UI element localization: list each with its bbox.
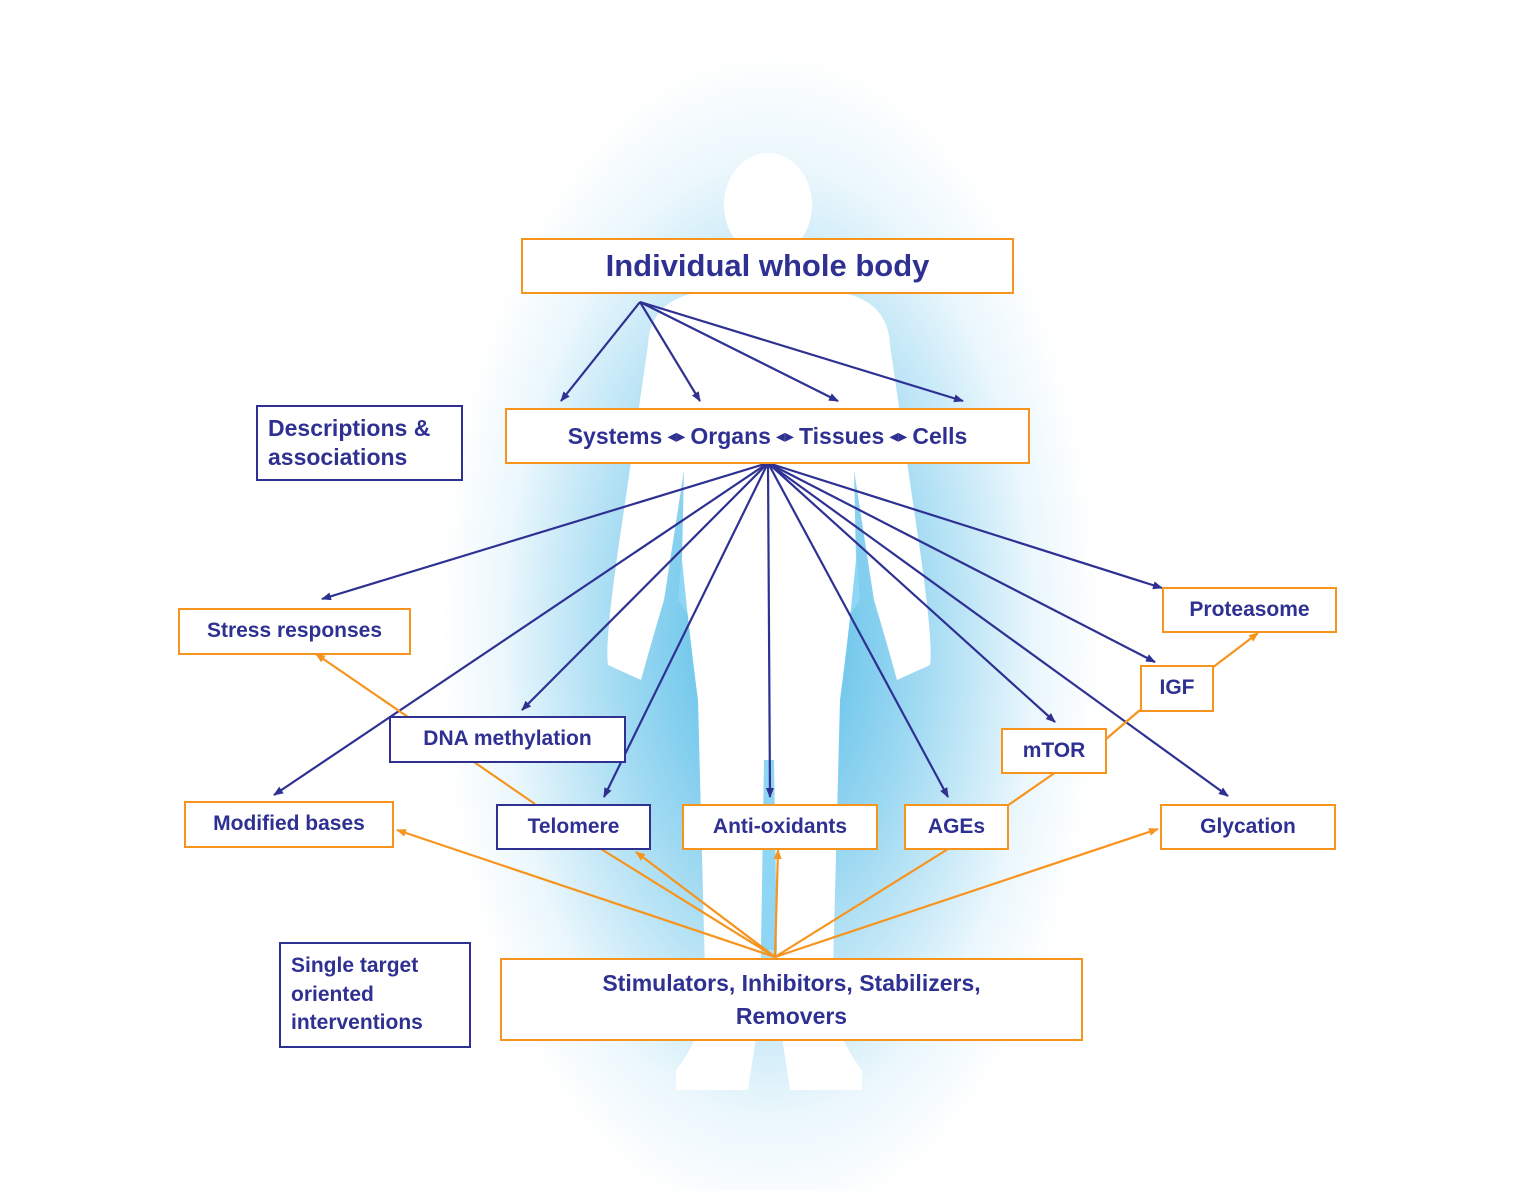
whole-body-arrows xyxy=(560,300,964,403)
level-organs: Organs xyxy=(690,422,771,449)
level-systems: Systems xyxy=(567,422,663,449)
node-mtor: mTOR xyxy=(1001,728,1107,774)
node-individual-whole-body: Individual whole body xyxy=(521,238,1014,294)
node-levels: Systems ◂▸ Organs ◂▸ Tissues ◂▸ Cells xyxy=(505,408,1030,464)
double-arrow-icon: ◂▸ xyxy=(667,425,686,446)
level-arrows xyxy=(273,461,1229,798)
pathway-lines xyxy=(315,632,1259,807)
node-telomere: Telomere xyxy=(496,804,651,850)
node-ages: AGEs xyxy=(904,804,1009,850)
intervention-arrows xyxy=(396,827,1159,959)
double-arrow-icon: ◂▸ xyxy=(775,425,794,446)
node-proteasome: Proteasome xyxy=(1162,587,1337,633)
node-interventions: Stimulators, Inhibitors, Stabilizers, Re… xyxy=(500,958,1083,1041)
label-descriptions-associations: Descriptions & associations xyxy=(256,405,463,481)
node-anti-oxidants: Anti-oxidants xyxy=(682,804,878,850)
node-modified-bases: Modified bases xyxy=(184,801,394,848)
node-igf: IGF xyxy=(1140,665,1214,712)
node-dna-methylation: DNA methylation xyxy=(389,716,626,763)
label-single-target-interventions: Single target oriented interventions xyxy=(279,942,471,1048)
node-glycation: Glycation xyxy=(1160,804,1336,850)
level-cells: Cells xyxy=(912,422,968,449)
level-tissues: Tissues xyxy=(799,422,885,449)
node-stress-responses: Stress responses xyxy=(178,608,411,655)
double-arrow-icon: ◂▸ xyxy=(889,425,908,446)
